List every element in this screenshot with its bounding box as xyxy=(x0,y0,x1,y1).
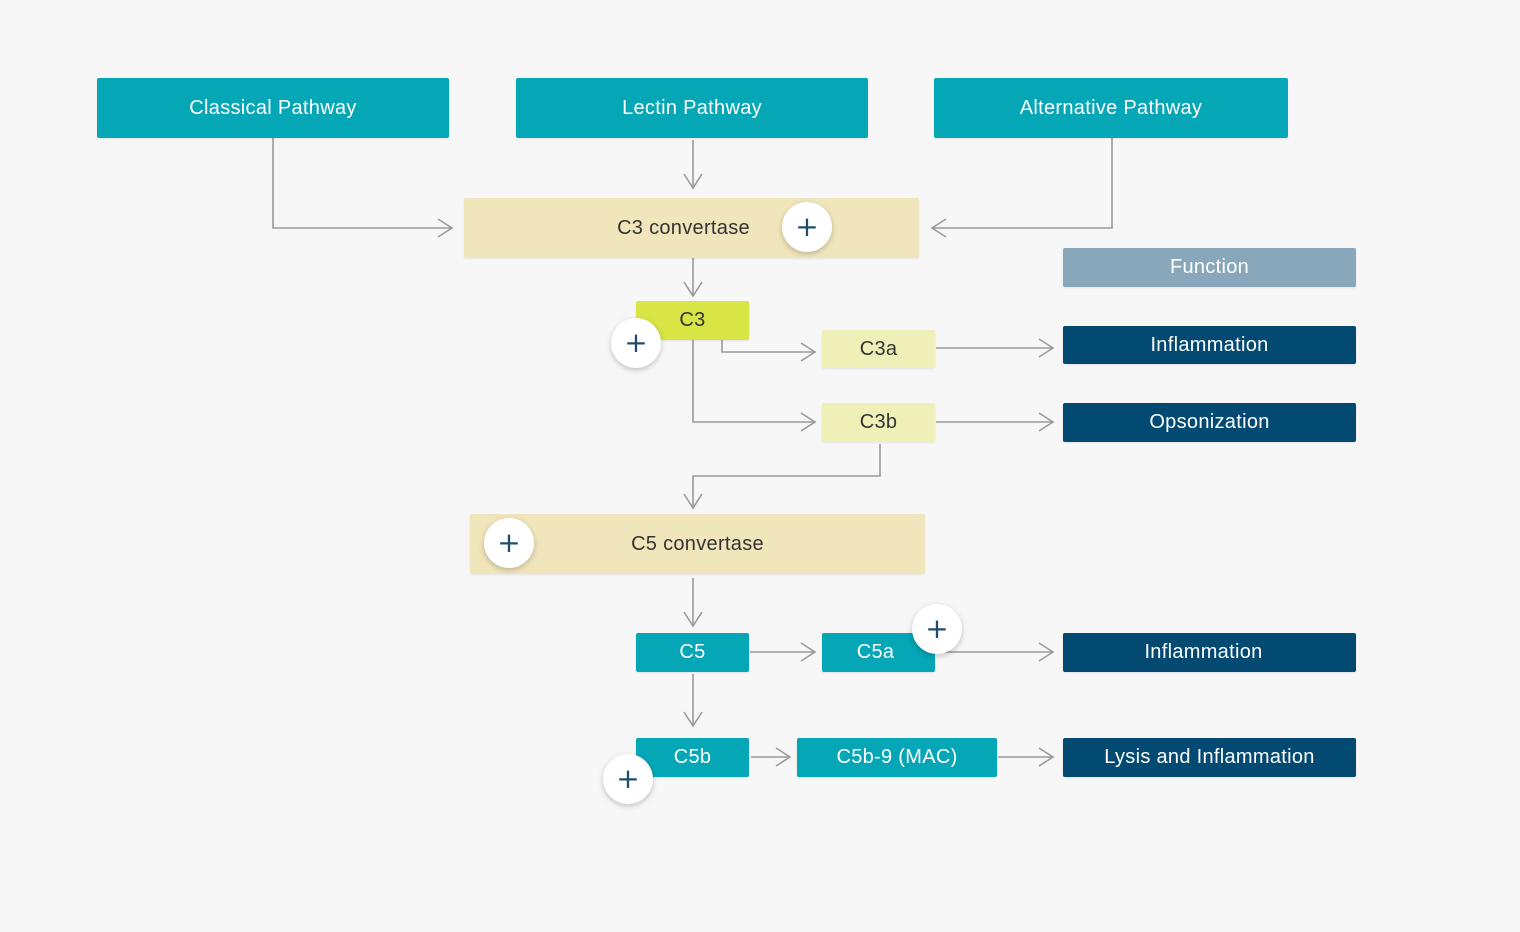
arrowhead-c3b-function xyxy=(1038,412,1055,432)
connector-classical xyxy=(272,138,452,229)
connector-alternative xyxy=(932,138,1113,229)
c5b-expand-button[interactable]: + xyxy=(603,754,653,804)
connector-c3-c3a xyxy=(721,340,815,353)
plus-icon: + xyxy=(925,612,949,645)
c3b-node: C3b xyxy=(822,403,935,442)
classical-pathway-node: Classical Pathway xyxy=(97,78,449,138)
c5b9-function-lysis: Lysis and Inflammation xyxy=(1063,738,1356,777)
c5-node: C5 xyxy=(636,633,749,672)
c5b9-mac-node: C5b-9 (MAC) xyxy=(797,738,997,777)
c3-convertase-node: C3 convertase xyxy=(464,198,919,258)
plus-icon: + xyxy=(497,526,521,559)
c3b-function-opsonization: Opsonization xyxy=(1063,403,1356,442)
arrowhead-convertase-c3 xyxy=(683,281,703,298)
arrowhead-classical xyxy=(437,218,454,238)
plus-icon: + xyxy=(624,326,648,359)
plus-icon: + xyxy=(795,210,819,243)
alternative-pathway-node: Alternative Pathway xyxy=(934,78,1288,138)
function-column-header: Function xyxy=(1063,248,1356,287)
connector-c3b-c5-convertase xyxy=(692,444,881,508)
c5b-node: C5b xyxy=(636,738,749,777)
arrowhead-c5b-c5b9 xyxy=(775,747,792,767)
c5-convertase-node: C5 convertase xyxy=(470,514,925,574)
arrowhead-convertase-c5 xyxy=(683,611,703,628)
lectin-pathway-node: Lectin Pathway xyxy=(516,78,868,138)
c3a-node: C3a xyxy=(822,330,935,368)
arrowhead-c5-c5a xyxy=(800,642,817,662)
c5a-expand-button[interactable]: + xyxy=(912,604,962,654)
arrowhead-c5b9-function xyxy=(1038,747,1055,767)
arrowhead-c3-c3a xyxy=(800,342,817,362)
c5a-function-inflammation: Inflammation xyxy=(1063,633,1356,672)
arrowhead-lectin xyxy=(683,173,703,190)
arrowhead-c5-c5b xyxy=(683,711,703,728)
arrowhead-c3a-function xyxy=(1038,338,1055,358)
plus-icon: + xyxy=(616,762,640,795)
arrowhead-alternative xyxy=(930,218,947,238)
arrowhead-c3-c3b xyxy=(800,412,817,432)
connector-c3-c3b xyxy=(692,340,815,423)
c5-convertase-expand-button[interactable]: + xyxy=(484,518,534,568)
c3-expand-button[interactable]: + xyxy=(611,318,661,368)
c3a-function-inflammation: Inflammation xyxy=(1063,326,1356,364)
c3-convertase-expand-button[interactable]: + xyxy=(782,202,832,252)
arrowhead-c3b-c5-convertase xyxy=(683,493,703,510)
arrowhead-c5a-function xyxy=(1038,642,1055,662)
